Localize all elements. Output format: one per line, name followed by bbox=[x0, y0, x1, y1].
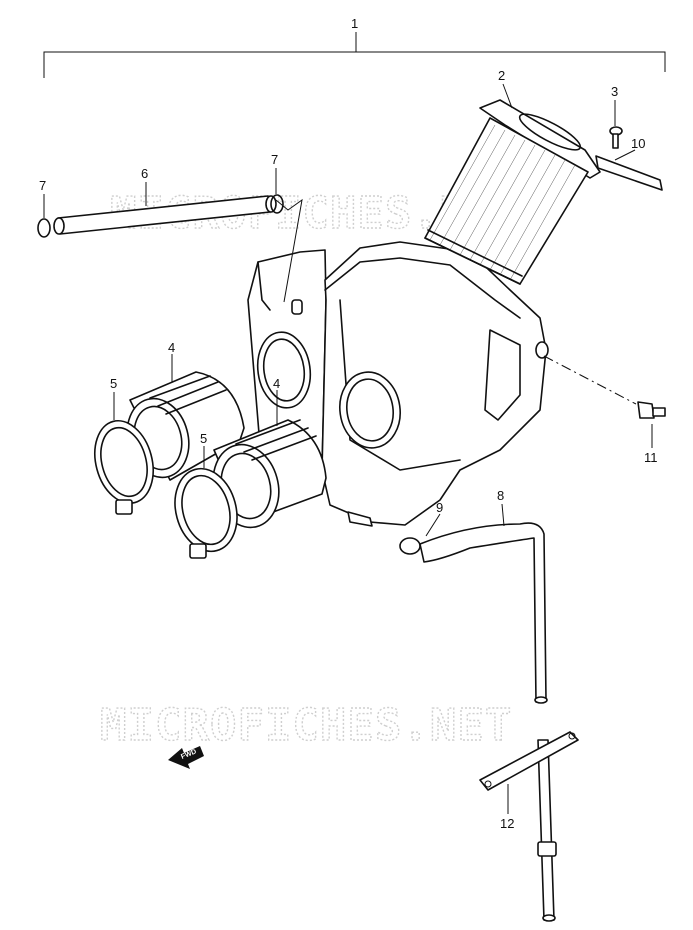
air-cleaner-case bbox=[247, 241, 549, 527]
callout-4-upper: 4 bbox=[168, 340, 175, 355]
hose-guide-part-12 bbox=[479, 731, 579, 791]
bolt-part-11 bbox=[637, 401, 666, 419]
hose-clamp-part-5-lower bbox=[174, 467, 238, 559]
drain-hose-part-8 bbox=[419, 522, 557, 922]
clip-part-7-right bbox=[270, 194, 284, 214]
screw-part-3 bbox=[609, 126, 623, 149]
callout-12: 12 bbox=[500, 816, 514, 831]
callout-labels: 1 2 3 4 4 5 5 6 7 7 8 9 10 11 12 bbox=[39, 16, 658, 831]
callout-2: 2 bbox=[498, 68, 505, 83]
callout-4-lower: 4 bbox=[273, 376, 280, 391]
air-filter-element-part-2 bbox=[424, 99, 601, 285]
callout-6: 6 bbox=[141, 166, 148, 181]
watermark-bottom: MICROFICHES.NET bbox=[100, 700, 512, 751]
breather-tube-part-6 bbox=[53, 195, 277, 235]
callout-9: 9 bbox=[436, 500, 443, 515]
callout-8: 8 bbox=[497, 488, 504, 503]
clamp-part-9 bbox=[399, 537, 421, 555]
leader-lines bbox=[43, 83, 653, 814]
callout-7-right: 7 bbox=[271, 152, 278, 167]
callout-7-left: 7 bbox=[39, 178, 46, 193]
callout-3: 3 bbox=[611, 84, 618, 99]
intake-boot-part-4-lower bbox=[212, 419, 327, 529]
callout-11: 11 bbox=[644, 450, 658, 465]
callout-5-lower: 5 bbox=[200, 431, 207, 446]
bracket-part-10 bbox=[595, 155, 663, 191]
assembly-bracket bbox=[43, 32, 666, 78]
clip-part-7-left bbox=[37, 218, 51, 238]
callout-1: 1 bbox=[351, 16, 358, 31]
callout-10: 10 bbox=[631, 136, 645, 151]
callout-5-upper: 5 bbox=[110, 376, 117, 391]
hose-clamp-part-5-upper bbox=[94, 419, 154, 515]
